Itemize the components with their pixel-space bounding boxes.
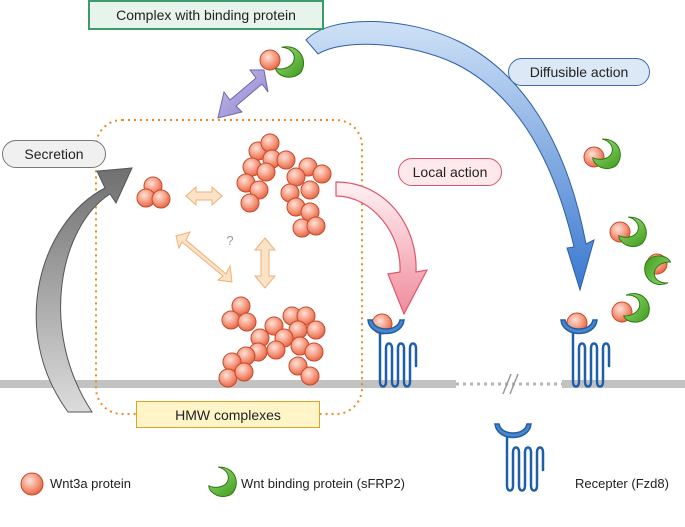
wnt3a-protein-icon [221, 310, 241, 330]
sfrp2-binding-protein-icon [274, 46, 305, 78]
local-action-label: Local action [398, 158, 502, 186]
wnt3a-protein-icon [240, 193, 260, 213]
wnt3a-protein-icon [218, 368, 238, 388]
wnt3a-protein-icon [306, 320, 326, 340]
hmw-complexes-label: HMW complexes [136, 401, 320, 428]
wnt3a-protein-icon [260, 133, 280, 153]
diffusible-arrow [305, 21, 595, 292]
diffusible-action-label: Diffusible action [508, 58, 650, 86]
sfrp2-binding-protein-icon [618, 216, 647, 248]
fzd8-receptor-icon [560, 319, 611, 388]
wnt3a-protein-icon [306, 216, 326, 236]
sfrp2-binding-protein-icon [622, 293, 650, 323]
wnt3a-protein-icon [249, 180, 269, 200]
wnt3a-protein-icon [300, 180, 320, 200]
hmw-region [95, 119, 363, 415]
wnt3a-protein-icon [300, 366, 320, 386]
sfrp2-binding-protein-icon [208, 466, 237, 498]
wnt3a-protein-icon [286, 167, 306, 187]
fzd8-receptor-icon [367, 319, 418, 388]
secretion-label: Secretion [2, 140, 106, 168]
wnt3a-protein-icon [151, 189, 171, 209]
complex-with-binding-protein-label: Complex with binding protein [88, 0, 324, 30]
wnt3a-protein-icon [20, 472, 44, 496]
question-mark-label: ? [226, 232, 234, 248]
equilibrium-arrows [175, 185, 277, 289]
secretion-arrow [35, 167, 133, 413]
cell-membrane [0, 373, 685, 395]
binding-protein-group [208, 46, 672, 498]
fzd8-receptor-icon [494, 423, 545, 492]
wnt3a-protein-icon [304, 342, 324, 362]
wnt3a-protein-icon [237, 312, 257, 332]
wnt3a-protein-icon [312, 164, 332, 184]
wnt3a-protein-icon [234, 362, 254, 382]
wnt3a-protein-icon [266, 340, 286, 360]
sfrp2-binding-protein-icon [644, 255, 672, 285]
sfrp2-binding-protein-icon [592, 138, 621, 170]
wnt-protein-group [20, 49, 668, 496]
receptor-group [367, 319, 611, 492]
wnt3a-protein-icon [259, 49, 281, 71]
wnt3a-protein-icon [276, 150, 296, 170]
binding-equilibrium-arrow [217, 69, 269, 119]
local-action-arrow [335, 181, 429, 316]
wnt3a-protein-icon [256, 162, 276, 182]
legend-wnt3a-label: Wnt3a protein [50, 476, 131, 491]
legend-receptor-label: Recepter (Fzd8) [575, 476, 669, 491]
legend-binding-protein-label: Wnt binding protein (sFRP2) [241, 476, 406, 491]
